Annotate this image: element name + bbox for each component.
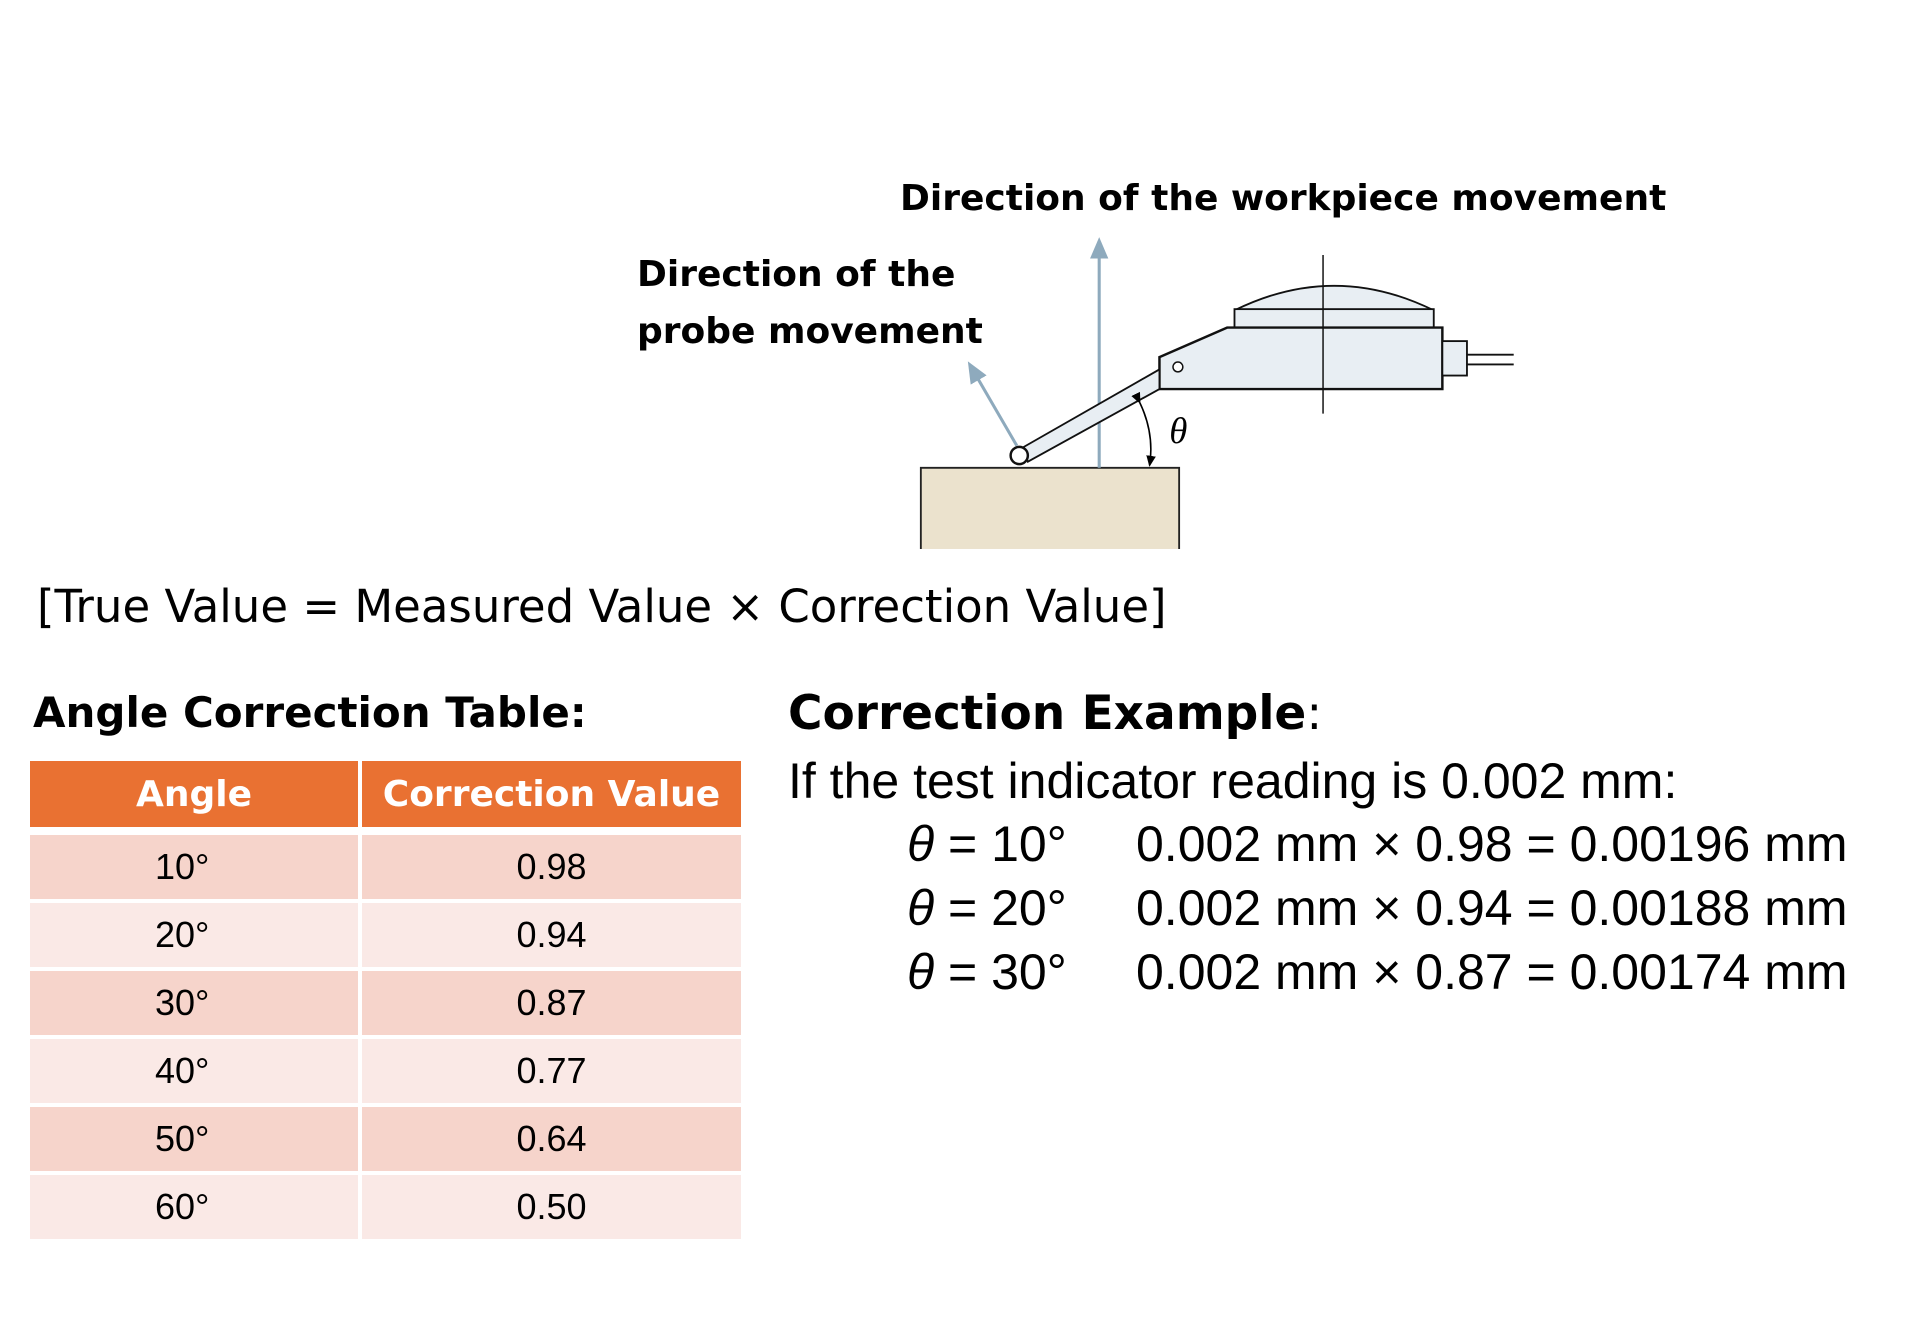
example-row: θ = 10° 0.002 mm × 0.98 = 0.00196 mm [907, 815, 1848, 873]
angle-correction-table: Angle Correction Value 10°0.98 20°0.94 3… [30, 761, 741, 1243]
header-angle: Angle [30, 761, 362, 835]
example-title: Correction Example: [788, 686, 1322, 741]
header-correction-value: Correction Value [360, 761, 741, 835]
angle-cell: 50° [30, 1103, 362, 1175]
example-intro: If the test indicator reading is 0.002 m… [788, 753, 1678, 809]
angle-cell: 60° [30, 1171, 362, 1243]
table-row: 10°0.98 [30, 829, 741, 903]
stylus-ball [1009, 445, 1030, 466]
probe-direction-arrow [967, 361, 1019, 447]
value-cell: 0.50 [358, 1171, 741, 1243]
value-cell: 0.77 [358, 1035, 741, 1107]
probe-direction-label: Direction of the probe movement [637, 246, 983, 360]
angle-arc [1131, 391, 1156, 467]
example-angle: = 20° [934, 880, 1067, 936]
theta-symbol: θ [907, 880, 935, 936]
table-title: Angle Correction Table: [33, 688, 587, 737]
workpiece-direction-label: Direction of the workpiece movement [900, 178, 1667, 219]
true-value-formula: [True Value = Measured Value × Correctio… [37, 580, 1167, 633]
workpiece-block [919, 466, 1181, 549]
table-row: 40°0.77 [30, 1035, 741, 1107]
table-row: 20°0.94 [30, 899, 741, 971]
probe-label-line2: probe movement [637, 311, 983, 352]
example-angle: = 30° [934, 944, 1067, 1000]
indicator-body [1158, 255, 1514, 414]
example-row: θ = 20° 0.002 mm × 0.94 = 0.00188 mm [907, 879, 1848, 937]
stylus [1009, 367, 1161, 466]
theta-symbol: θ [907, 944, 935, 1000]
example-calc: 0.002 mm × 0.98 = 0.00196 mm [1136, 816, 1848, 872]
example-row: θ = 30° 0.002 mm × 0.87 = 0.00174 mm [907, 943, 1848, 1001]
value-cell: 0.64 [358, 1103, 741, 1175]
table-row: 50°0.64 [30, 1103, 741, 1175]
angle-cell: 20° [30, 899, 362, 971]
angle-theta-symbol: θ [1169, 410, 1187, 451]
table-header-row: Angle Correction Value [30, 761, 741, 835]
table-row: 30°0.87 [30, 967, 741, 1039]
probe-label-line1: Direction of the [637, 254, 956, 295]
value-cell: 0.87 [358, 967, 741, 1039]
theta-symbol: θ [907, 816, 935, 872]
test-indicator-diagram: θ [919, 237, 1514, 549]
angle-cell: 10° [30, 829, 362, 903]
table-row: 60°0.50 [30, 1171, 741, 1243]
example-angle: = 10° [934, 816, 1067, 872]
example-calc: 0.002 mm × 0.94 = 0.00188 mm [1136, 880, 1848, 936]
angle-cell: 30° [30, 967, 362, 1039]
value-cell: 0.94 [358, 899, 741, 971]
example-calc: 0.002 mm × 0.87 = 0.00174 mm [1136, 944, 1848, 1000]
example-title-colon: : [1306, 686, 1323, 741]
angle-cell: 40° [30, 1035, 362, 1107]
example-title-text: Correction Example [788, 686, 1307, 741]
value-cell: 0.98 [358, 829, 741, 903]
